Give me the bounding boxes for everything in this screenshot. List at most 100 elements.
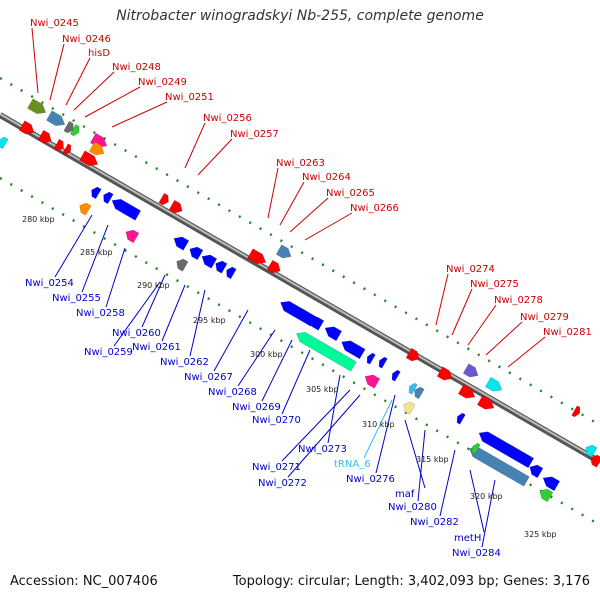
reverse-gene-label[interactable]: metH bbox=[454, 533, 481, 544]
reverse-gene-label[interactable]: Nwi_0270 bbox=[252, 415, 301, 426]
gene-glyph[interactable] bbox=[199, 252, 218, 269]
forward-gene-label[interactable]: Nwi_0279 bbox=[520, 312, 569, 323]
forward-gene-leader bbox=[451, 288, 473, 336]
reverse-gene-label[interactable]: Nwi_0282 bbox=[410, 517, 459, 528]
forward-gene-leader bbox=[435, 273, 449, 326]
gene-glyph[interactable] bbox=[571, 405, 583, 419]
gene-glyph[interactable] bbox=[401, 400, 416, 415]
gene-glyph[interactable] bbox=[537, 486, 554, 503]
gene-glyph[interactable] bbox=[53, 138, 66, 153]
gene-glyph[interactable] bbox=[101, 190, 114, 205]
gene-glyph[interactable] bbox=[339, 337, 366, 360]
gene-glyph[interactable] bbox=[187, 244, 204, 261]
gene-glyph[interactable] bbox=[266, 259, 283, 276]
forward-gene-label[interactable]: Nwi_0278 bbox=[494, 295, 543, 306]
gene-glyph[interactable] bbox=[484, 376, 504, 395]
gene-glyph[interactable] bbox=[588, 453, 600, 468]
gene-glyph[interactable] bbox=[476, 394, 496, 413]
reverse-gene-label[interactable]: Nwi_0273 bbox=[298, 444, 347, 455]
gene-glyph[interactable] bbox=[294, 329, 357, 372]
gene-glyph[interactable] bbox=[306, 314, 325, 331]
gene-glyph[interactable] bbox=[540, 473, 561, 492]
reverse-gene-label[interactable]: Nwi_0267 bbox=[184, 372, 233, 383]
reverse-gene-label[interactable]: Nwi_0284 bbox=[452, 548, 501, 559]
forward-gene-label[interactable]: Nwi_0256 bbox=[203, 113, 252, 124]
gene-glyph[interactable] bbox=[46, 110, 67, 130]
gene-glyph[interactable] bbox=[18, 120, 37, 138]
forward-gene-leader bbox=[49, 43, 65, 101]
gene-glyph[interactable] bbox=[62, 143, 74, 157]
forward-gene-label[interactable]: Nwi_0274 bbox=[446, 264, 495, 275]
forward-gene-label[interactable]: Nwi_0245 bbox=[30, 18, 79, 29]
forward-gene-label[interactable]: Nwi_0251 bbox=[165, 92, 214, 103]
forward-gene-label[interactable]: Nwi_0248 bbox=[112, 62, 161, 73]
reverse-gene-leader bbox=[287, 394, 361, 478]
gene-glyph[interactable] bbox=[158, 192, 171, 207]
gene-glyph[interactable] bbox=[527, 462, 544, 479]
forward-gene-label[interactable]: Nwi_0265 bbox=[326, 188, 375, 199]
forward-gene-label[interactable]: Nwi_0281 bbox=[543, 327, 592, 338]
gene-glyph[interactable] bbox=[89, 185, 102, 200]
reverse-gene-label[interactable]: Nwi_0254 bbox=[25, 278, 74, 289]
reverse-gene-label[interactable]: Nwi_0272 bbox=[258, 478, 307, 489]
reverse-gene-label[interactable]: Nwi_0259 bbox=[84, 347, 133, 358]
forward-gene-label[interactable]: Nwi_0264 bbox=[302, 172, 351, 183]
gene-glyph[interactable] bbox=[88, 141, 107, 159]
reverse-gene-label[interactable]: Nwi_0260 bbox=[112, 328, 161, 339]
forward-gene-label[interactable]: hisD bbox=[88, 48, 110, 59]
gene-glyph[interactable] bbox=[63, 120, 76, 135]
gene-glyph[interactable] bbox=[213, 259, 228, 274]
gene-glyph[interactable] bbox=[462, 363, 481, 381]
forward-gene-label[interactable]: Nwi_0246 bbox=[62, 34, 111, 45]
gene-glyph[interactable] bbox=[123, 227, 140, 244]
reverse-gene-label[interactable]: maf bbox=[395, 489, 415, 500]
gene-glyph[interactable] bbox=[275, 244, 294, 262]
reverse-gene-label[interactable]: Nwi_0269 bbox=[232, 402, 281, 413]
gene-glyph[interactable] bbox=[37, 129, 54, 146]
genome-backbone-highlight bbox=[0, 113, 600, 462]
tick-dots-upper bbox=[0, 76, 600, 427]
gene-glyph[interactable] bbox=[390, 369, 401, 382]
gene-glyph[interactable] bbox=[467, 444, 530, 487]
gene-glyph[interactable] bbox=[407, 382, 418, 395]
gene-glyph[interactable] bbox=[79, 150, 100, 170]
reverse-gene-label[interactable]: Nwi_0258 bbox=[76, 308, 125, 319]
reverse-gene-label[interactable]: Nwi_0280 bbox=[388, 502, 437, 513]
gene-glyph[interactable] bbox=[247, 248, 268, 268]
gene-glyph[interactable] bbox=[171, 234, 190, 251]
gene-glyph[interactable] bbox=[27, 98, 48, 118]
gene-glyph[interactable] bbox=[457, 383, 477, 402]
forward-gene-label[interactable]: Nwi_0249 bbox=[138, 77, 187, 88]
reverse-gene-label[interactable]: tRNA_6 bbox=[334, 459, 371, 470]
gene-glyph[interactable] bbox=[322, 323, 343, 342]
forward-gene-leader bbox=[304, 212, 353, 241]
forward-gene-label[interactable]: Nwi_0266 bbox=[350, 203, 399, 214]
gene-glyph[interactable] bbox=[69, 124, 82, 137]
gene-glyph[interactable] bbox=[174, 257, 189, 272]
reverse-gene-label[interactable]: Nwi_0262 bbox=[160, 357, 209, 368]
gene-glyph[interactable] bbox=[405, 347, 422, 364]
gene-glyph[interactable] bbox=[362, 372, 381, 389]
gene-glyph[interactable] bbox=[583, 443, 598, 458]
gene-glyph[interactable] bbox=[168, 199, 185, 216]
forward-gene-label[interactable]: Nwi_0263 bbox=[276, 158, 325, 169]
gene-glyph[interactable] bbox=[436, 366, 455, 384]
gene-glyph[interactable] bbox=[0, 135, 9, 150]
gene-glyph[interactable] bbox=[377, 356, 388, 369]
reverse-gene-label[interactable]: Nwi_0255 bbox=[52, 293, 101, 304]
forward-gene-label[interactable]: Nwi_0275 bbox=[470, 279, 519, 290]
gene-glyph[interactable] bbox=[455, 412, 466, 425]
reverse-gene-label[interactable]: Nwi_0276 bbox=[346, 474, 395, 485]
reverse-gene-label[interactable]: Nwi_0271 bbox=[252, 462, 301, 473]
gene-glyph[interactable] bbox=[412, 385, 425, 400]
forward-gene-label[interactable]: Nwi_0257 bbox=[230, 129, 279, 140]
reverse-gene-label[interactable]: Nwi_0261 bbox=[132, 342, 181, 353]
gene-glyph[interactable] bbox=[476, 428, 535, 469]
gene-glyph[interactable] bbox=[365, 352, 376, 365]
gene-glyph[interactable] bbox=[109, 196, 142, 221]
gene-glyph[interactable] bbox=[470, 442, 481, 455]
gene-glyph[interactable] bbox=[77, 201, 92, 216]
reverse-gene-label[interactable]: Nwi_0268 bbox=[208, 387, 257, 398]
reverse-gene-leader bbox=[281, 349, 311, 415]
gene-glyph[interactable] bbox=[224, 265, 237, 280]
